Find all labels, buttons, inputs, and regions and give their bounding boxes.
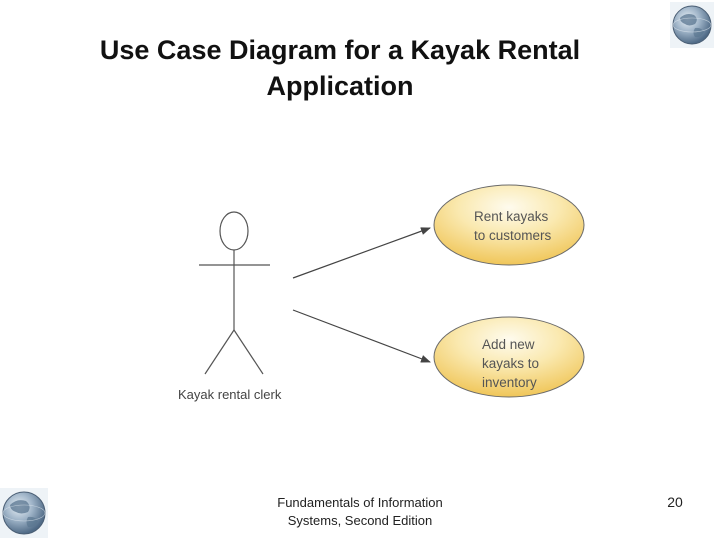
footer-line-1: Fundamentals of Information — [277, 495, 443, 510]
actor-left-leg — [204, 329, 235, 375]
slide-title-line-2: Application — [266, 71, 414, 101]
use-case-label-line: inventory — [482, 375, 537, 390]
use-case-ellipse — [433, 184, 585, 266]
use-case-label-line: Rent kayaks — [474, 209, 549, 224]
actor-figure — [199, 211, 270, 375]
actor-head — [219, 211, 249, 251]
use-case-add-kayaks: Add new kayaks to inventory — [433, 316, 585, 398]
globe-icon — [0, 488, 48, 538]
page-number: 20 — [667, 494, 683, 510]
footer-line-2: Systems, Second Edition — [287, 513, 433, 528]
slide-title-line-1: Use Case Diagram for a Kayak Rental — [99, 35, 581, 65]
association-line-rent — [292, 227, 431, 279]
actor-label: Kayak rental clerk — [178, 387, 282, 402]
actor-right-leg — [233, 329, 264, 375]
use-case-label-line: Add new — [482, 337, 535, 352]
slide-title: Use Case Diagram for a Kayak Rental Appl… — [60, 32, 620, 104]
footer-text: Fundamentals of Information Systems, Sec… — [245, 494, 475, 530]
globe-icon — [670, 2, 714, 48]
use-case-label-line: kayaks to — [482, 356, 539, 371]
association-line-add — [292, 309, 431, 363]
use-case-ellipse — [433, 316, 585, 398]
use-case-rent-kayaks: Rent kayaks to customers — [433, 184, 585, 266]
use-case-label-line: to customers — [474, 228, 552, 243]
